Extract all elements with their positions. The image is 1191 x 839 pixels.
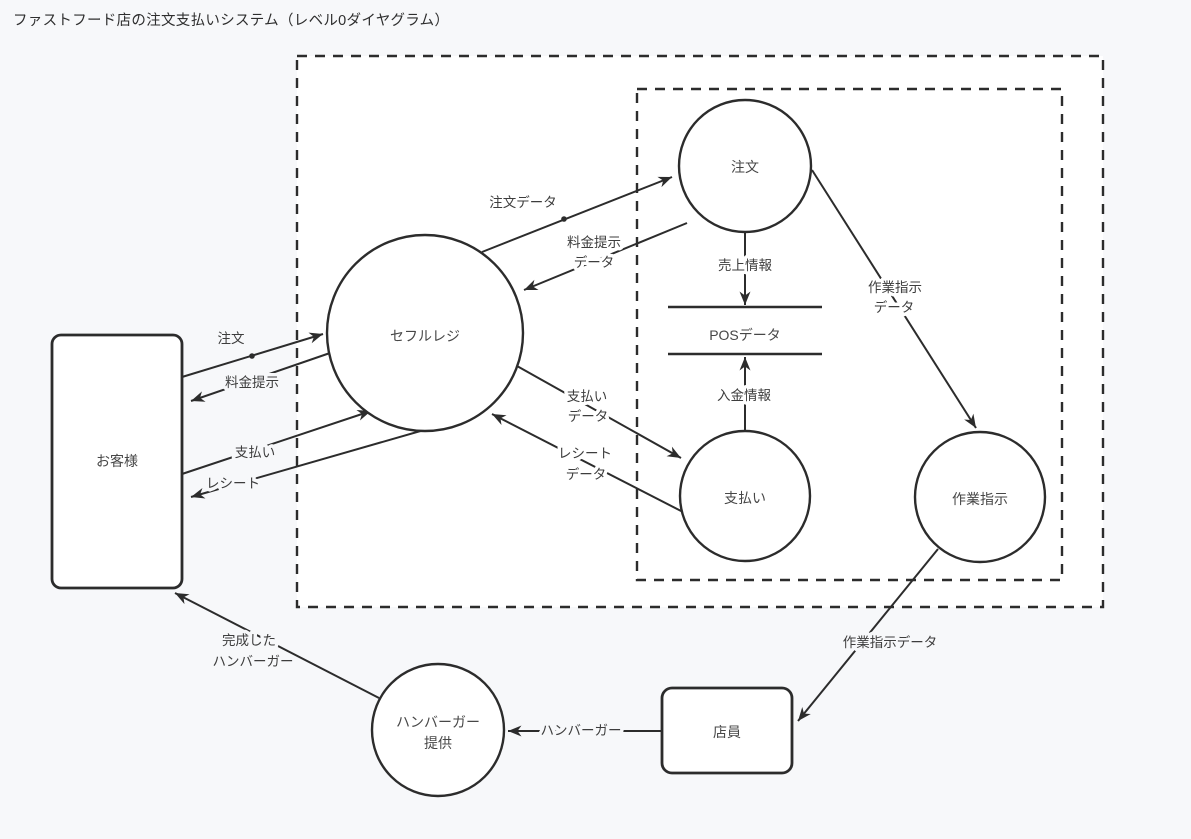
datastore-pos-data[interactable]: POSデータ xyxy=(668,305,822,356)
flow-order-data-arrow[interactable] xyxy=(481,176,673,253)
datastore-pos-data-label: POSデータ xyxy=(709,327,781,343)
flow-receipt-data-label-line2: データ xyxy=(566,466,607,482)
process-order[interactable]: 注文 xyxy=(677,98,813,234)
flow-order-label: 注文 xyxy=(218,331,245,346)
process-payment[interactable]: 支払い xyxy=(678,429,812,563)
flow-receipt-data-arrow[interactable] xyxy=(491,413,684,513)
flow-burger-label: ハンバーガー xyxy=(541,723,622,738)
process-order-label: 注文 xyxy=(731,159,759,175)
process-payment-label: 支払い xyxy=(724,490,766,506)
flow-finished-burger-label-line2: ハンバーガー xyxy=(213,654,294,669)
flow-finished-burger-arrow[interactable] xyxy=(174,592,380,699)
flow-work-data-inner-label-line2: データ xyxy=(874,299,915,315)
flow-finished-burger-label-line1: 完成した xyxy=(222,633,276,648)
flow-pay-label: 支払い xyxy=(235,445,276,460)
flow-payment-data-arrow[interactable] xyxy=(516,365,682,459)
flow-work-data-outer-label: 作業指示データ xyxy=(843,634,938,650)
waypoint-dot xyxy=(561,216,567,222)
process-burger-serving-label-line1: ハンバーガー xyxy=(396,714,480,730)
process-work-instruction[interactable]: 作業指示 xyxy=(913,430,1047,564)
flow-price-data-label-line2: データ xyxy=(574,254,615,270)
process-work-instruction-label: 作業指示 xyxy=(952,491,1008,507)
waypoint-dot xyxy=(249,353,255,359)
flow-price-data-arrow[interactable] xyxy=(523,222,688,291)
flow-price-data-label-line1: 料金提示 xyxy=(567,235,621,250)
flow-work-data-inner-arrow[interactable] xyxy=(811,169,977,429)
flow-payment-data-label-line2: データ xyxy=(568,408,609,424)
flow-receipt-arrow[interactable] xyxy=(190,427,432,499)
inner-system-boundary[interactable] xyxy=(635,87,1064,582)
flow-order-data-label: 注文データ xyxy=(489,194,557,210)
flow-payment-data-label-line1: 支払い xyxy=(567,389,608,404)
entity-staff-label: 店員 xyxy=(713,724,741,740)
process-burger-serving-label-line2: 提供 xyxy=(424,735,452,751)
entity-staff[interactable]: 店員 xyxy=(660,686,794,775)
diagram-title: ファストフード店の注文支払いシステム（レベル0ダイヤグラム） xyxy=(13,13,450,29)
flow-work-data-outer-arrow[interactable] xyxy=(797,548,939,722)
entity-customer[interactable]: お客様 xyxy=(50,333,184,590)
process-register[interactable]: セフルレジ xyxy=(325,233,525,433)
flow-deposit-info-label: 入金情報 xyxy=(717,388,771,403)
flow-pay-arrow[interactable] xyxy=(181,410,372,475)
flow-sales-info-label: 売上情報 xyxy=(718,258,772,273)
process-burger-serving[interactable]: ハンバーガー 提供 xyxy=(370,662,506,798)
process-register-label: セフルレジ xyxy=(390,328,460,344)
flow-receipt-label: レシート xyxy=(206,476,260,491)
flow-work-data-inner-label-line1: 作業指示 xyxy=(868,280,922,295)
flow-receipt-data-label-line1: レシート xyxy=(558,446,612,461)
flow-price-label: 料金提示 xyxy=(225,375,279,390)
entity-customer-label: お客様 xyxy=(96,453,138,469)
flow-price-arrow[interactable] xyxy=(190,352,331,402)
